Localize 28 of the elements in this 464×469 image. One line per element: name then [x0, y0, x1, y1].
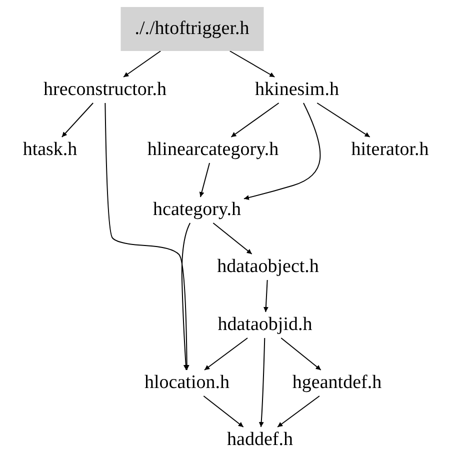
file-label: hdataobject.h	[214, 254, 322, 280]
arrow	[229, 50, 276, 78]
arrow	[230, 102, 280, 138]
arrow	[258, 338, 266, 428]
file-label: hlinearcategory.h	[144, 137, 282, 163]
arrow	[243, 102, 321, 200]
arrow	[316, 102, 370, 138]
arrow	[61, 102, 94, 138]
arrow	[123, 50, 162, 78]
file-label: htask.h	[20, 137, 80, 163]
arrow	[277, 396, 320, 428]
arrow	[199, 162, 210, 198]
file-label: hcategory.h	[150, 197, 244, 223]
arrow	[181, 222, 191, 370]
file-label: hiterator.h	[348, 137, 432, 163]
arrow	[212, 222, 252, 254]
arrow	[203, 396, 244, 428]
arrow	[204, 338, 248, 370]
file-label: hgeantdef.h	[289, 370, 385, 396]
file-label: hreconstructor.h	[40, 77, 170, 103]
file-box: ././htoftrigger.h	[120, 7, 264, 51]
file-label: hkinesim.h	[252, 77, 342, 103]
arrow	[280, 338, 322, 370]
arrow	[104, 102, 190, 370]
file-label: haddef.h	[224, 427, 296, 453]
file-label: hlocation.h	[142, 370, 232, 396]
file-label: hdataobjid.h	[214, 312, 316, 338]
arrow	[263, 280, 268, 312]
